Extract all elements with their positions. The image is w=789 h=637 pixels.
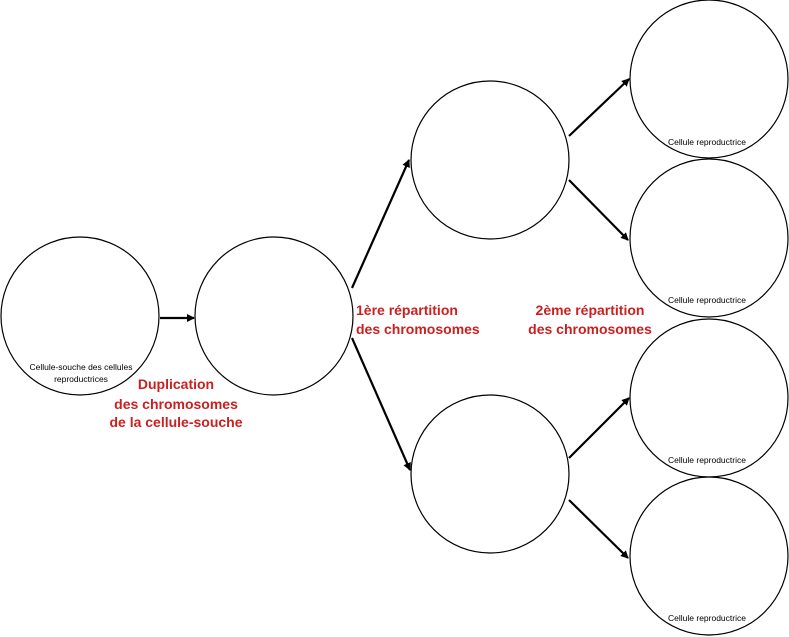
second-division-arrow-4 — [568, 499, 629, 559]
first-division-bottom-cell-circle — [410, 394, 570, 554]
stem-cell-circle — [0, 236, 160, 396]
stem-cell-label-line1: Cellule-souche des cellules — [29, 362, 132, 372]
second-division-arrow-1 — [568, 78, 630, 137]
reproductive-cell-circle-2 — [629, 158, 789, 318]
reproductive-cell-label-3: Cellule reproductrice — [668, 455, 746, 465]
reproductive-cell-label-2: Cellule reproductrice — [668, 295, 746, 305]
second-division-label-line2: des chromosomes — [528, 321, 652, 337]
second-division-arrow-2 — [568, 179, 629, 241]
duplication-label-line2: des chromosomes — [114, 396, 238, 412]
first-division-up-arrow — [350, 159, 411, 289]
stem-cell-label-line2: reproductrices — [54, 374, 108, 384]
duplication-label-line1: Duplication — [138, 376, 214, 392]
first-division-label-line1: 1ère répartition — [356, 302, 458, 318]
reproductive-cell-circle-3 — [629, 318, 789, 478]
reproductive-cell-label-4: Cellule reproductrice — [668, 613, 746, 623]
reproductive-cell-label-1: Cellule reproductrice — [668, 137, 746, 147]
second-division-arrow-3 — [568, 397, 630, 459]
second-division-label-line1: 2ème répartition — [536, 302, 645, 318]
first-division-down-arrow — [350, 337, 412, 471]
first-division-label-line2: des chromosomes — [356, 321, 480, 337]
reproductive-cell-circle-1 — [629, 0, 789, 159]
duplication-label-line3: de la cellule-souche — [109, 414, 242, 430]
reproductive-cell-circle-4 — [629, 476, 789, 636]
first-division-top-cell-circle — [410, 80, 570, 240]
duplicated-cell-circle — [194, 236, 354, 396]
